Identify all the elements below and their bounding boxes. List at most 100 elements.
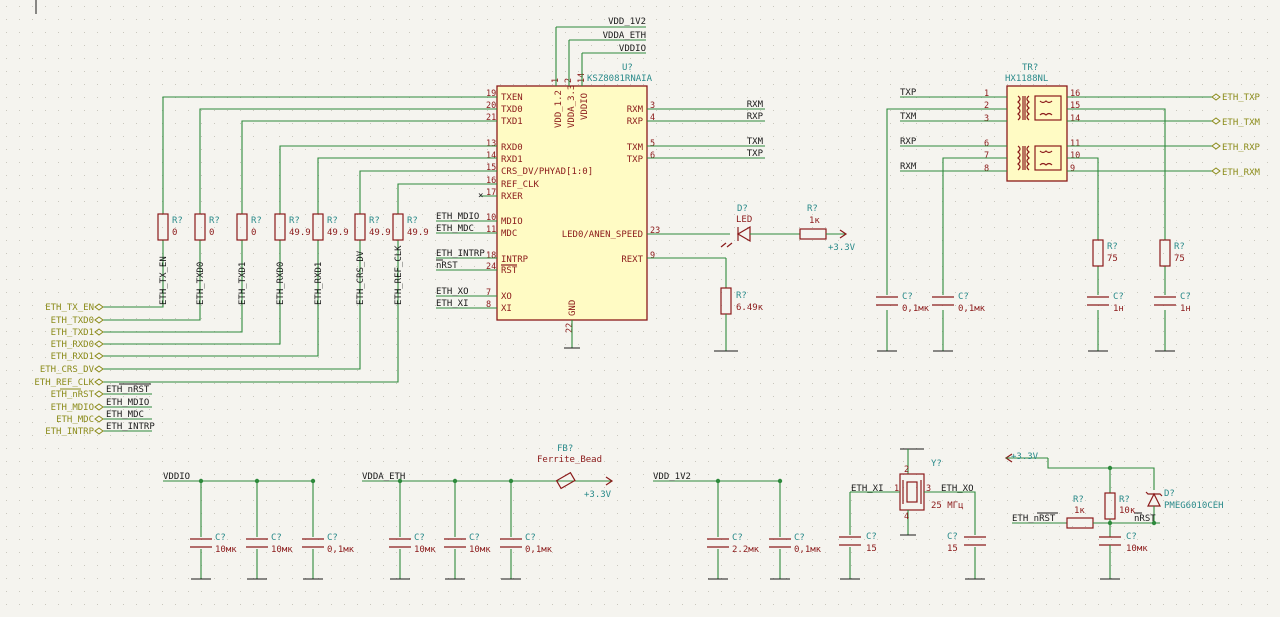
tr-pin-11: 11 — [1070, 139, 1080, 149]
junction — [310, 478, 316, 484]
local-eth-mdio: ETH_MDIO — [106, 398, 149, 408]
ic-left-net-wires — [436, 195, 497, 309]
crystal-ref: Y? — [931, 459, 942, 469]
pin-name-vdda33: VDDA_3.3 — [567, 85, 577, 128]
pin-name-txd1: TXD1 — [501, 117, 523, 127]
tr-pin-10: 10 — [1070, 151, 1080, 161]
junction — [198, 478, 204, 484]
reset-pwr: +3.3V — [1011, 452, 1039, 462]
series-resistor[interactable] — [236, 213, 248, 241]
local-eth-mdc: ETH_MDC — [106, 410, 144, 420]
pin-num-19: 19 — [486, 89, 496, 99]
series-net-label: ETH_TXD0 — [196, 262, 206, 305]
global-label-flag — [94, 316, 104, 324]
series-resistor-value: 49.9 — [407, 228, 429, 238]
pin-num-10: 10 — [486, 213, 496, 223]
global-label[interactable]: ETH_TX_EN — [45, 303, 94, 313]
global-label[interactable]: ETH_TXD1 — [51, 328, 94, 338]
decoupling-capacitors[interactable]: C?10мкC?10мкC?0,1мкC?10мкC?10мкC?0,1мкC?… — [190, 478, 822, 580]
crystal-xi: ETH_XI — [851, 484, 884, 494]
global-label[interactable]: ETH_nRST — [51, 390, 95, 400]
label-nrst: nRST — [436, 261, 458, 271]
pin-name-txp: TXP — [627, 155, 644, 165]
series-net-label: ETH_RXD1 — [314, 262, 324, 305]
led-ref: D? — [737, 204, 748, 214]
series-resistor-ref: R? — [209, 216, 220, 226]
zener-icon — [1147, 492, 1161, 507]
transformer-hx1188nl[interactable] — [1006, 85, 1068, 182]
reset-d-value: PMEG6010CEH — [1164, 501, 1224, 511]
pin-num-7: 7 — [486, 288, 491, 298]
global-labels[interactable]: ETH_TX_EN ETH_TXD0ETH_TXD1ETH_RXD0ETH_RXD… — [34, 303, 104, 437]
series-resistor-ref: R? — [407, 216, 418, 226]
series-resistor[interactable] — [312, 213, 324, 241]
tr-pin-15: 15 — [1070, 101, 1080, 111]
ic-ref: U? — [622, 63, 633, 73]
reset-r2-value: 10к — [1119, 506, 1136, 516]
series-resistors[interactable]: R?0ETH_TX_ENR?0ETH_TXD0R?0ETH_TXD1R?49.9… — [157, 213, 429, 305]
local-eth-nrst: ETH_nRST — [106, 385, 150, 395]
reset-circuit[interactable] — [1004, 453, 1163, 580]
pin-num-13: 13 — [486, 139, 496, 149]
junction — [1107, 520, 1113, 526]
pin-name-crs-dv: CRS_DV/PHYAD[1:0] — [501, 167, 593, 177]
global-label[interactable]: ETH_CRS_DV — [40, 365, 95, 375]
pin-num-15: 15 — [486, 163, 496, 173]
global-label[interactable]: ETH_REF_CLK — [34, 378, 94, 388]
pin-name-txen: TXEN — [501, 93, 523, 103]
tr-pin-3: 3 — [984, 114, 989, 124]
series-resistor-ref: R? — [327, 216, 338, 226]
series-resistor[interactable] — [354, 213, 366, 241]
pin-num-5: 5 — [650, 139, 655, 149]
global-label[interactable]: ETH_MDC — [56, 415, 94, 425]
global-label-flag — [94, 403, 104, 411]
global-label-flag — [94, 427, 104, 435]
tr-out-labels[interactable] — [1211, 93, 1221, 175]
ic-power-wires — [555, 26, 646, 349]
pin-num-17: 17 — [486, 188, 496, 198]
series-resistor-ref: R? — [369, 216, 380, 226]
pin-name-rxm: RXM — [627, 105, 644, 115]
cap-value: 10мк — [469, 545, 491, 555]
cap-ref: C? — [794, 533, 805, 543]
tr-c1-value: 0,1мк — [902, 304, 930, 314]
rext-resistor[interactable] — [647, 257, 738, 352]
pin-name-rst: RST — [501, 266, 518, 276]
global-label[interactable]: ETH_INTRP — [45, 427, 94, 437]
label-txm: TXM — [747, 137, 764, 147]
tr-c2-ref: C? — [958, 292, 969, 302]
series-net-label: ETH_CRS_DV — [356, 250, 366, 305]
pwr-arrow-icon — [839, 229, 848, 239]
cap-ref: C? — [732, 533, 743, 543]
global-label[interactable]: ETH_MDIO — [51, 403, 94, 413]
series-resistor[interactable] — [157, 213, 169, 241]
series-resistor[interactable] — [392, 213, 404, 241]
crystal-pin-2: 2 — [904, 465, 909, 475]
series-resistor[interactable] — [274, 213, 286, 241]
ferrite-bead[interactable] — [554, 471, 614, 490]
junction — [452, 478, 458, 484]
series-resistor[interactable] — [194, 213, 206, 241]
led-circuit[interactable] — [647, 225, 848, 248]
global-label[interactable]: ETH_RXD0 — [51, 340, 94, 350]
tr-pin-7: 7 — [984, 151, 989, 161]
pin-name-led0: LED0/ANEN_SPEED — [562, 230, 643, 240]
series-resistor-value: 0 — [209, 228, 214, 238]
cap-value: 0,1мк — [327, 545, 355, 555]
global-label[interactable]: ETH_RXD1 — [51, 352, 94, 362]
cap-value: 0,1мк — [525, 545, 553, 555]
crystal-pin-3: 3 — [926, 484, 931, 494]
crystal-25mhz[interactable] — [839, 448, 986, 580]
transformer-passives[interactable] — [876, 239, 1176, 306]
label-eth-xo: ETH_XO — [436, 287, 469, 297]
dec-net-vdd12: VDD_1V2 — [653, 472, 691, 482]
pin-name-vddio: VDDIO — [580, 93, 590, 120]
transformer-pin-numbers: 1 2 3 6 7 8 16 15 14 11 10 9 — [984, 89, 1080, 174]
crystal-pin-4: 4 — [904, 512, 909, 522]
series-net-label: ETH_TXD1 — [238, 262, 248, 305]
series-resistor-ref: R? — [289, 216, 300, 226]
global-label[interactable]: ETH_TXD0 — [51, 316, 94, 326]
ic-value: KSZ8081RNAIA — [587, 74, 653, 84]
tr-label-txp: TXP — [900, 88, 917, 98]
ic-right-net-wires — [647, 108, 765, 159]
